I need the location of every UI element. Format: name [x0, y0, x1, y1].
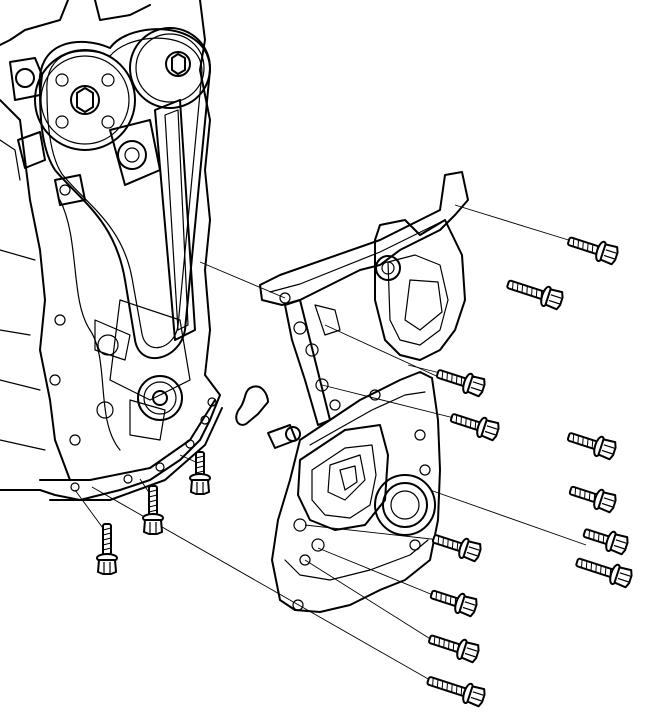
flange-bolt — [426, 676, 486, 708]
engine-mount-fitting — [9, 57, 86, 206]
engine-block — [0, 0, 223, 501]
camshaft-sprocket-left — [34, 49, 136, 151]
flange-bolts-right — [426, 236, 633, 708]
flange-bolt — [568, 485, 617, 514]
flange-bolt — [428, 634, 480, 664]
flange-bolt — [449, 413, 500, 442]
flange-bolt — [566, 432, 617, 461]
crankshaft-sprocket — [137, 375, 183, 421]
flange-bolt — [189, 451, 211, 495]
flange-bolt — [142, 485, 164, 535]
flange-bolt — [575, 557, 633, 589]
chain-tensioner — [109, 119, 161, 186]
flange-bolt — [567, 236, 619, 266]
chain-guide — [154, 99, 196, 341]
o-ring — [235, 385, 269, 426]
flange-bolt — [582, 528, 629, 556]
flange-bolt — [506, 279, 564, 311]
flange-bolt — [435, 369, 486, 398]
chain-case-cover — [259, 171, 469, 613]
timing-chain — [38, 28, 211, 359]
flange-bolts-bottom — [96, 451, 211, 575]
flange-bolt — [96, 523, 118, 575]
flange-bolt — [431, 534, 482, 563]
flange-bolt — [429, 589, 478, 618]
